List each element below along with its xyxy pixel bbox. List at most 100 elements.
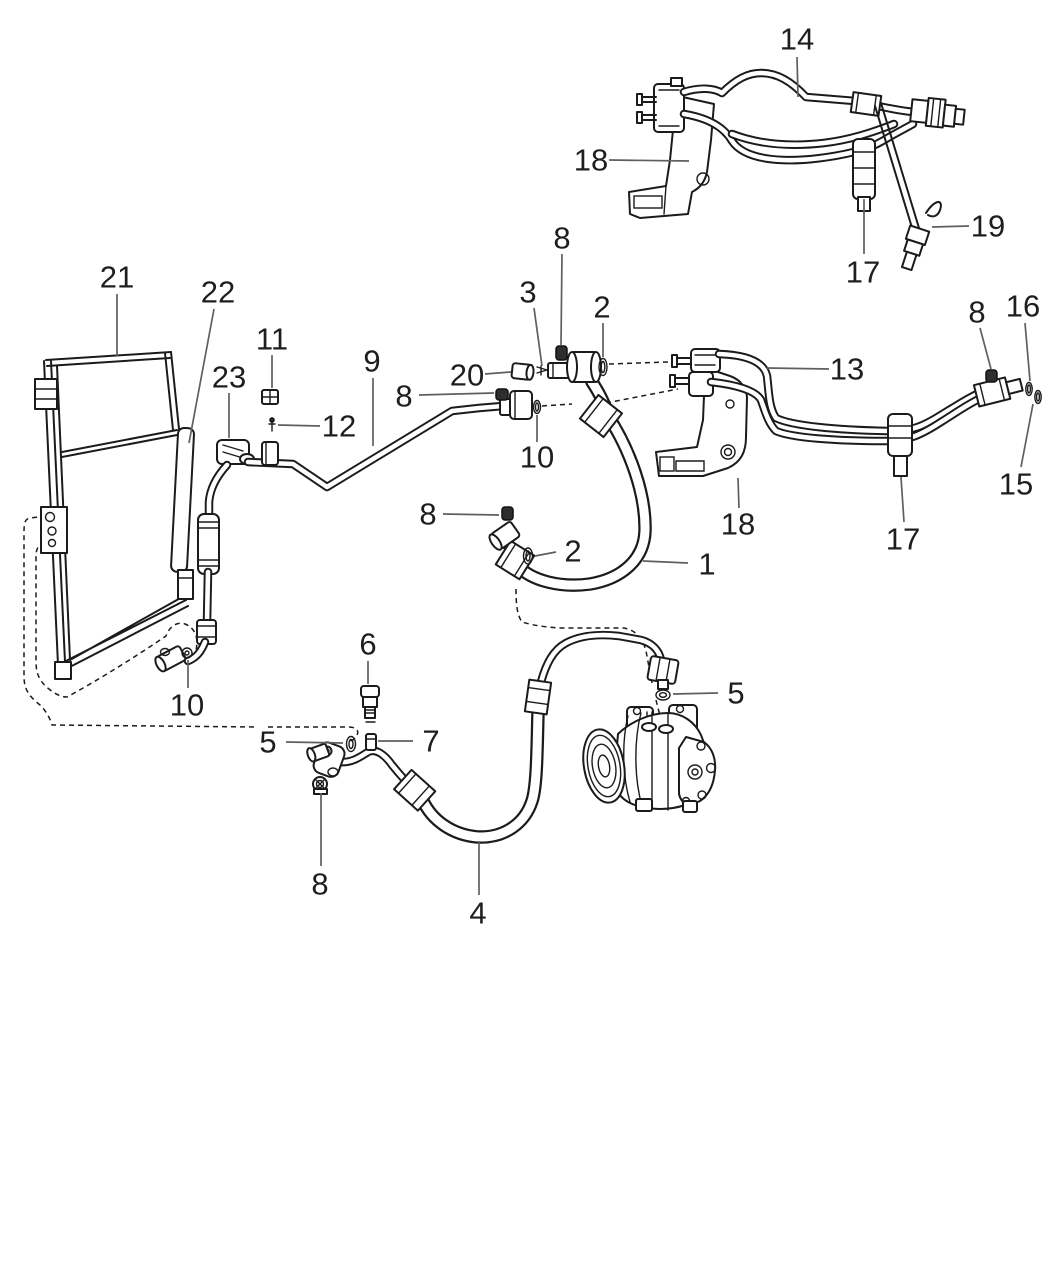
leader-callout-8-right (979, 327, 992, 370)
leader-callout-5-right (672, 692, 719, 695)
compressor-rear-plate (678, 736, 717, 807)
callout-8-bottom: 8 (311, 867, 328, 902)
tube-core (418, 708, 543, 842)
leader-callout-15 (1020, 403, 1034, 468)
cap-8-left (495, 388, 509, 401)
callout-23: 23 (212, 360, 246, 395)
compressor-pulley (582, 728, 626, 804)
callout-3: 3 (519, 275, 536, 310)
leader-callout-13 (766, 367, 830, 370)
callout-5-right: 5 (727, 676, 744, 711)
leader-callout-2-lower (534, 551, 557, 557)
tube-core (185, 639, 208, 664)
leader-callout-8-left (418, 392, 495, 396)
callout-19: 19 (971, 209, 1005, 244)
callout-7: 7 (422, 724, 439, 759)
hose1-upper-fitting (566, 351, 602, 383)
junction-manifold (636, 77, 685, 133)
tube-core (681, 70, 858, 104)
callout-20: 20 (450, 358, 484, 393)
tube-core (206, 462, 230, 519)
liquid-line-fitting-block (499, 390, 533, 420)
oring-5-left (345, 735, 357, 753)
callout-17-lower: 17 (886, 522, 920, 557)
leader-callout-14 (796, 56, 799, 98)
leader-callout-5-left (285, 741, 344, 744)
leader-callout-18-lower (737, 477, 740, 509)
callout-9: 9 (363, 344, 380, 379)
callout-2-upper: 2 (593, 290, 610, 325)
callout-8-top: 8 (553, 221, 570, 256)
leader-callout-8-top (560, 253, 563, 346)
bracket-18-upper (628, 95, 715, 219)
leader-callout-19 (931, 225, 970, 228)
leader-callout-16 (1024, 322, 1031, 382)
discharge-hose-assembly (488, 345, 652, 592)
leader-callout-22 (188, 308, 215, 444)
service-cap-11 (261, 389, 279, 405)
callout-10-bottom: 10 (170, 688, 204, 723)
oring-15 (1034, 389, 1042, 405)
nut-8-bottom (312, 776, 328, 795)
tube-core (337, 748, 408, 783)
condenser-top-clip (34, 378, 58, 410)
sensor-line-19 (874, 102, 942, 272)
callout-8-middle: 8 (419, 497, 436, 532)
callout-17-upper: 17 (846, 255, 880, 290)
receiver-drier (170, 426, 195, 600)
callout-1: 1 (698, 547, 715, 582)
rear-lines-assembly (655, 348, 1042, 477)
oring-16 (1025, 381, 1033, 397)
valve-core-7 (365, 733, 377, 751)
overhead-lines-assembly (628, 68, 966, 272)
callout-13: 13 (830, 352, 864, 387)
leader-callout-1 (642, 560, 689, 564)
rear-line-end-fitting (972, 376, 1024, 408)
cap-20 (510, 362, 535, 381)
tube-core (538, 632, 664, 685)
callout-12: 12 (322, 409, 356, 444)
callout-18-lower: 18 (721, 507, 755, 542)
evaporator-connector-upper (671, 348, 721, 373)
callout-10-middle: 10 (520, 440, 554, 475)
callout-16: 16 (1006, 289, 1040, 324)
service-port (261, 441, 279, 466)
oring-5-right (655, 689, 671, 701)
pressure-switch-6 (360, 685, 380, 723)
callout-21: 21 (100, 260, 134, 295)
line-muffler (197, 513, 220, 575)
callout-6: 6 (359, 627, 376, 662)
valve-core-12 (268, 417, 276, 432)
cap-8-middle (501, 506, 514, 521)
leader-callout-12 (277, 424, 321, 427)
callout-5-left: 5 (259, 725, 276, 760)
oring-10-bottom (181, 647, 193, 659)
callout-11: 11 (256, 322, 288, 357)
callout-14: 14 (780, 22, 814, 57)
callout-2-lower: 2 (564, 534, 581, 569)
leader-callout-18-upper (608, 159, 690, 162)
hose4-crimp-right (523, 678, 553, 716)
clamp-17-lower (887, 413, 913, 477)
liquid-line (154, 388, 542, 673)
tube-core (204, 569, 211, 625)
compressor (582, 704, 717, 813)
suction-hose-assembly (306, 630, 680, 844)
hose1-crimp-upper (578, 393, 624, 439)
tube-core (716, 351, 992, 434)
clamp-17-upper (852, 138, 876, 212)
hose-14-crimp (849, 91, 883, 117)
evaporator-connector-lower (669, 371, 714, 397)
overhead-end-fitting (909, 96, 966, 129)
suction-flange-fitting (306, 741, 346, 778)
oring-2-upper (598, 357, 608, 377)
cap-8-right (985, 369, 998, 383)
callout-18-upper: 18 (574, 143, 608, 178)
callout-4: 4 (469, 896, 486, 931)
leader-callout-8-middle (442, 513, 500, 516)
leader-callout-17-lower (900, 476, 905, 523)
condenser (34, 351, 189, 680)
callout-15: 15 (999, 467, 1033, 502)
